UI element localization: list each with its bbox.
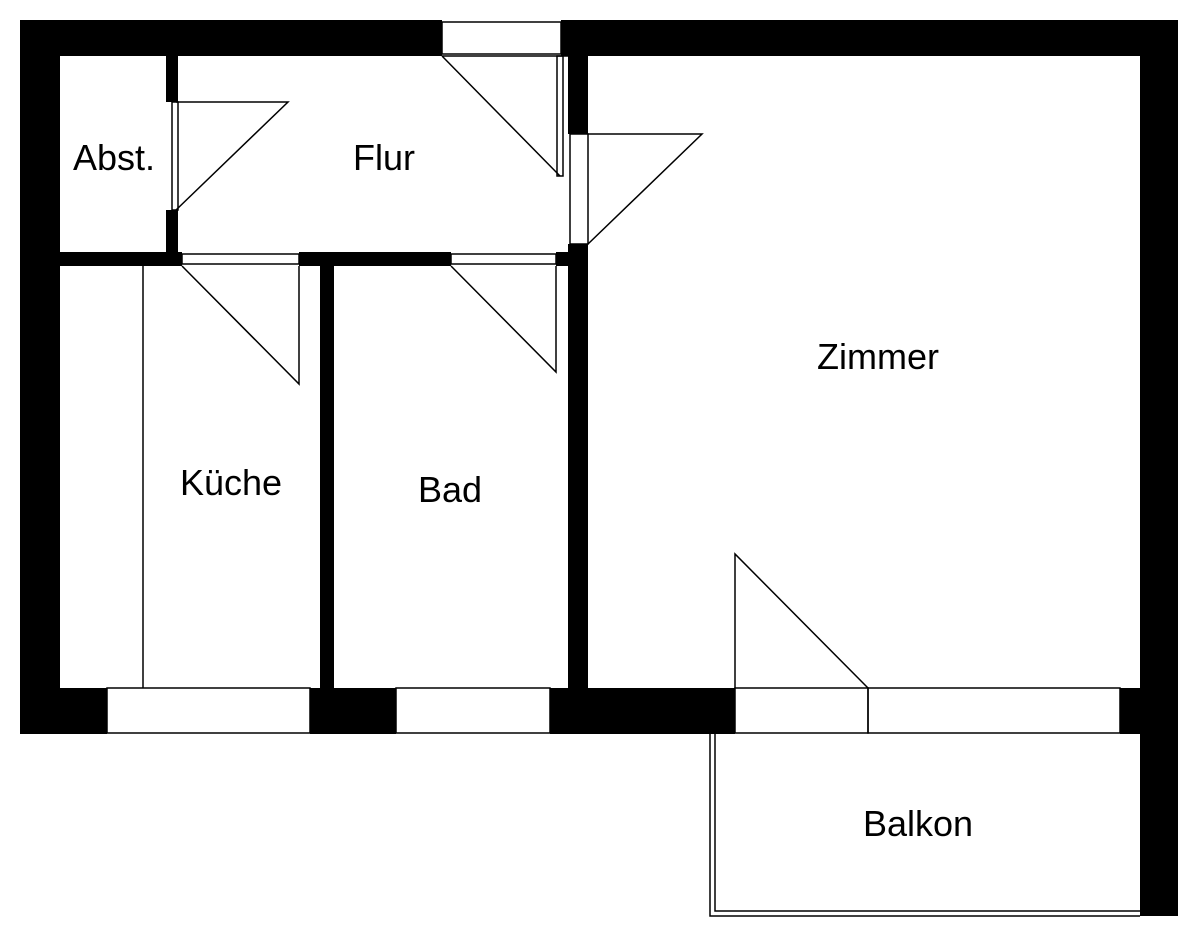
wall-kueche-bad — [320, 252, 334, 692]
label-balkon: Balkon — [863, 803, 973, 844]
wall-bottom-seg-3 — [550, 688, 735, 734]
door-zimmer — [569, 133, 704, 245]
door-abstellraum — [171, 101, 290, 211]
door-bad-opening — [450, 253, 557, 265]
window-zimmer-right — [867, 687, 1121, 734]
wall-bottom-seg-2 — [310, 688, 396, 734]
wall-zimmer-upper — [568, 56, 588, 134]
door-bad-swing — [450, 265, 557, 374]
window-kueche — [106, 687, 311, 734]
door-kueche-swing — [181, 265, 300, 386]
wall-zimmer-lower — [568, 244, 588, 692]
door-balkon-swing — [734, 552, 869, 689]
door-balkon — [734, 552, 869, 689]
railing-inner — [714, 734, 1140, 912]
door-entrance — [441, 21, 568, 177]
label-abstellraum: Abst. — [73, 137, 155, 178]
wall-left — [20, 20, 60, 734]
label-zimmer: Zimmer — [817, 336, 939, 377]
label-bad: Bad — [418, 469, 482, 510]
wall-abst-flur-upper — [166, 56, 178, 102]
wall-horizontal-mid-3 — [556, 252, 570, 266]
balcony-railing — [709, 734, 1140, 917]
label-flur: Flur — [353, 137, 415, 178]
window-bad — [395, 687, 551, 734]
door-entrance-swing — [441, 55, 561, 177]
wall-top-right — [561, 20, 1178, 56]
railing-outer — [709, 734, 1140, 917]
wall-bottom-seg-1 — [20, 688, 107, 734]
windows — [106, 687, 1121, 734]
door-zimmer-leaf — [569, 133, 589, 245]
wall-top-left — [20, 20, 442, 56]
door-abstellraum-leaf — [171, 101, 179, 211]
door-abstellraum-swing — [175, 101, 290, 211]
wall-horizontal-mid-2 — [299, 252, 451, 266]
interior-walls — [60, 56, 588, 692]
doors — [171, 21, 869, 689]
room-labels: Abst. Flur Zimmer Küche Bad Balkon — [73, 137, 973, 844]
label-kueche: Küche — [180, 462, 282, 503]
door-entrance-opening — [441, 21, 562, 55]
door-kueche-opening — [181, 253, 300, 265]
wall-bottom-seg-4 — [1120, 688, 1178, 734]
door-bad — [450, 253, 557, 374]
door-zimmer-swing — [587, 133, 704, 245]
wall-right — [1140, 20, 1178, 916]
door-kueche — [181, 253, 300, 386]
exterior-walls — [20, 20, 1178, 916]
wall-horizontal-mid-1 — [60, 252, 182, 266]
